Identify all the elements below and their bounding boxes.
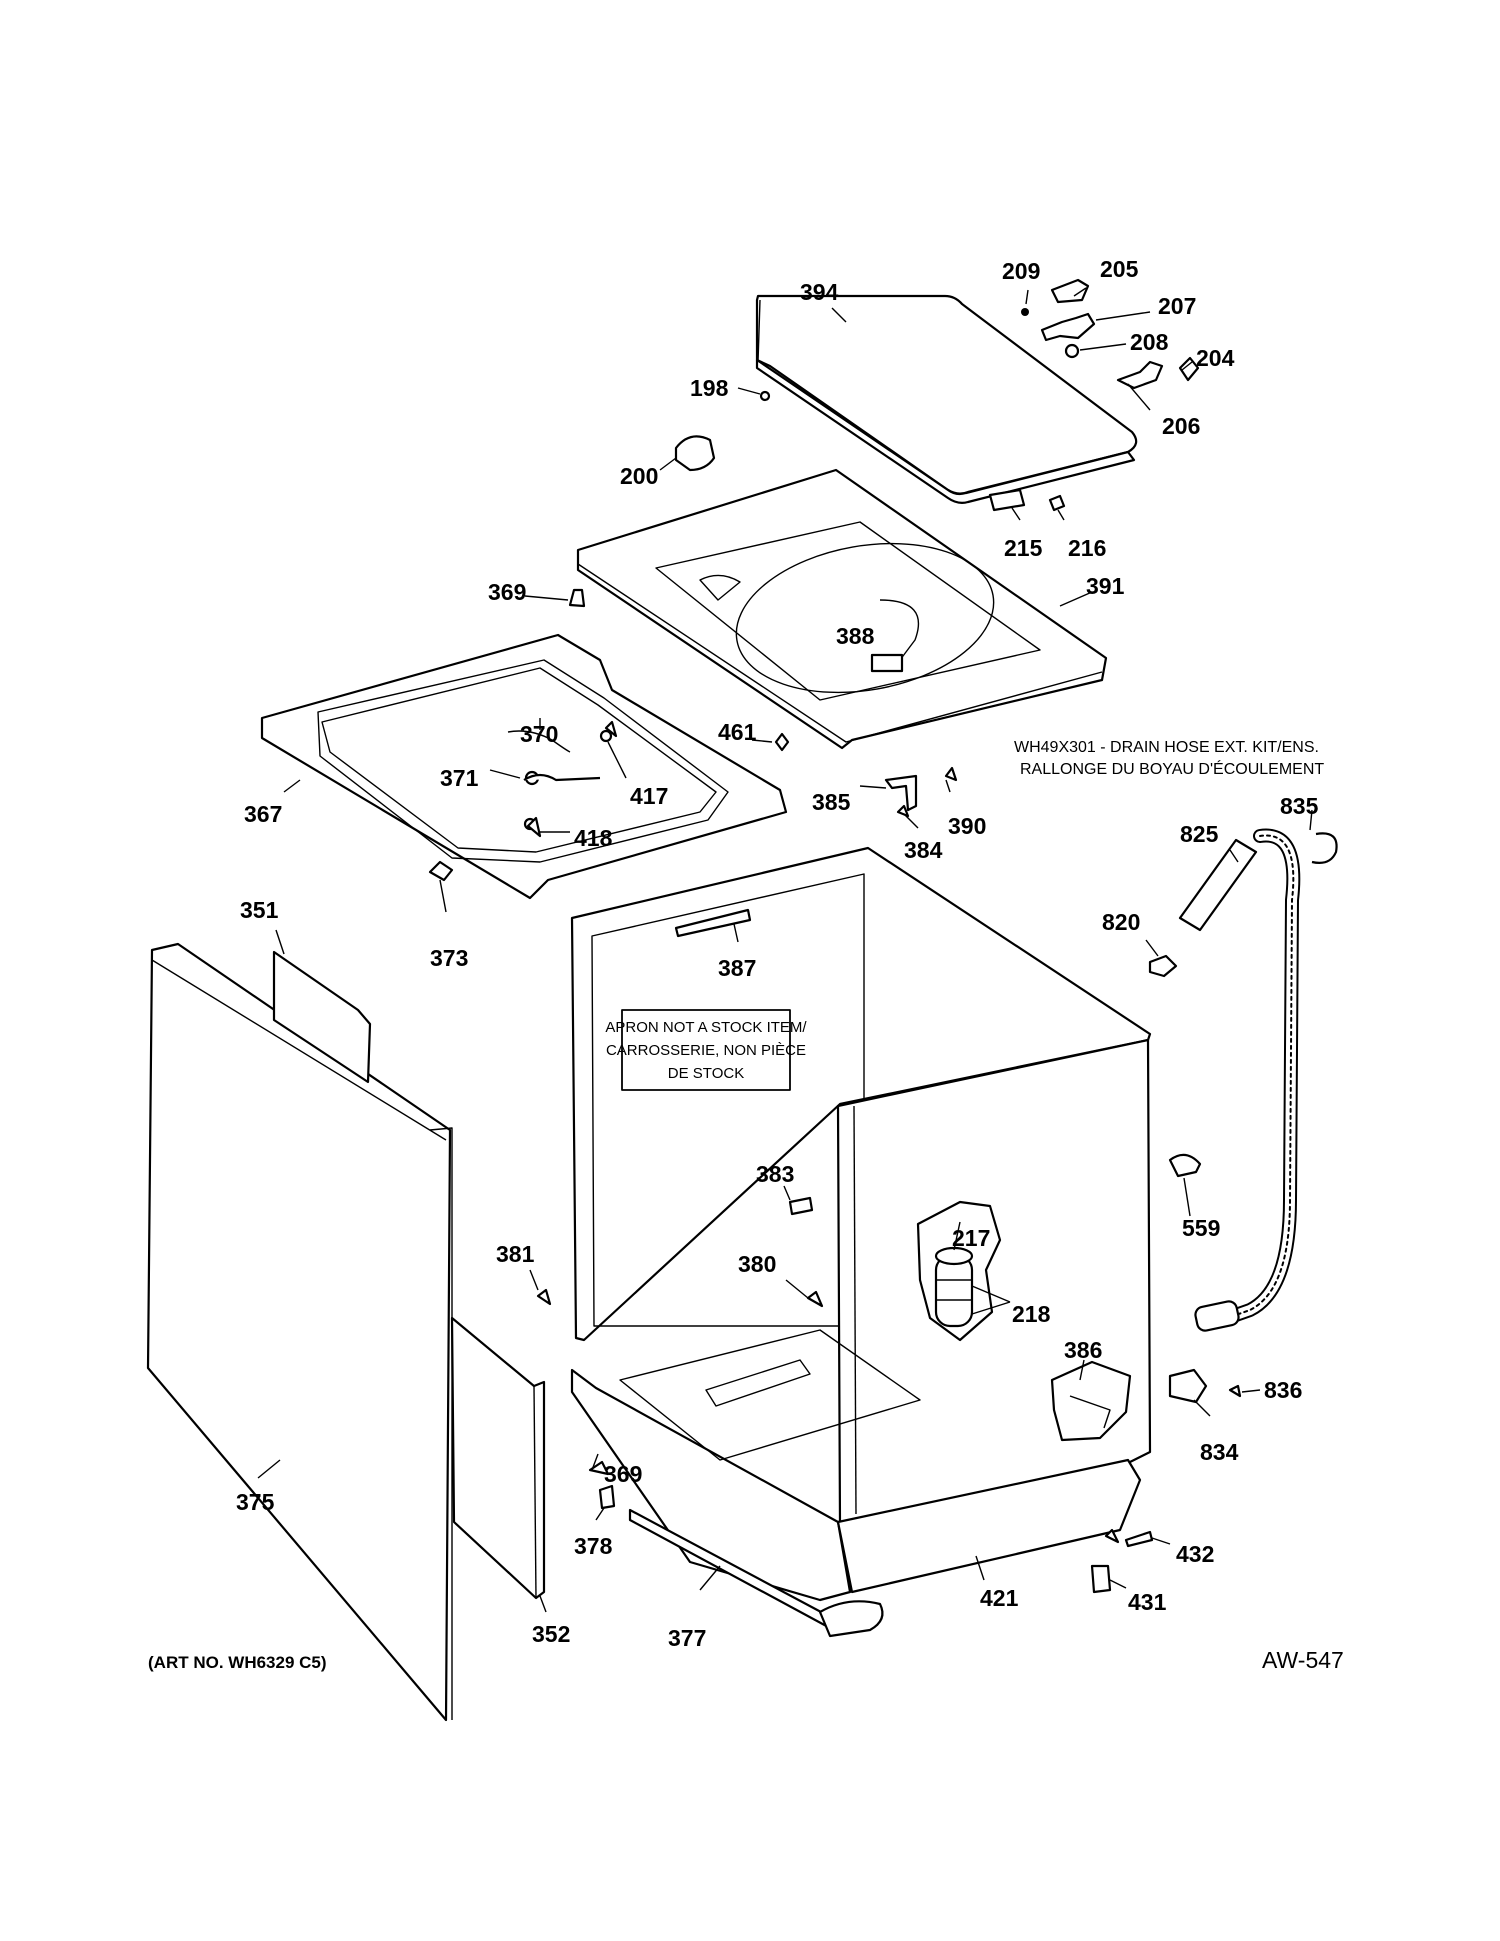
callout-207: 207 xyxy=(1158,293,1196,319)
callout-381: 381 xyxy=(496,1241,535,1267)
callout-216: 216 xyxy=(1068,535,1106,561)
top-cover-part[interactable] xyxy=(576,468,1108,750)
hardware-group[interactable] xyxy=(523,588,1242,1638)
callout-369-top: 369 xyxy=(488,579,526,605)
callout-825: 825 xyxy=(1180,821,1219,847)
notes: WH49X301 - DRAIN HOSE EXT. KIT/ENS. RALL… xyxy=(605,739,1324,1082)
lid-hardware-group[interactable] xyxy=(674,278,1200,512)
callout-431: 431 xyxy=(1128,1589,1167,1615)
callout-351: 351 xyxy=(240,897,279,923)
callout-383: 383 xyxy=(756,1161,794,1187)
callout-391: 391 xyxy=(1086,573,1125,599)
callout-394: 394 xyxy=(800,279,839,305)
callout-371: 371 xyxy=(440,765,479,791)
drain-hose-part[interactable] xyxy=(1148,828,1338,1404)
apron-note-line2: CARROSSERIE, NON PIÈCE xyxy=(606,1042,806,1059)
callout-820: 820 xyxy=(1102,909,1140,935)
callout-384: 384 xyxy=(904,837,943,863)
callout-375: 375 xyxy=(236,1489,275,1515)
callout-417: 417 xyxy=(630,783,668,809)
shield-part[interactable] xyxy=(272,950,372,1084)
callout-200: 200 xyxy=(620,463,658,489)
callout-388: 388 xyxy=(836,623,875,649)
drain-kit-note-line1: WH49X301 - DRAIN HOSE EXT. KIT/ENS. xyxy=(1014,739,1319,756)
callout-836: 836 xyxy=(1264,1377,1302,1403)
lid-part[interactable] xyxy=(755,294,1138,504)
callout-377: 377 xyxy=(668,1625,706,1651)
suspension-cutaway xyxy=(916,1200,1002,1342)
callout-205: 205 xyxy=(1100,256,1139,282)
callout-209: 209 xyxy=(1002,258,1040,284)
callout-461: 461 xyxy=(718,719,757,745)
callout-204: 204 xyxy=(1196,345,1235,371)
callout-418: 418 xyxy=(574,825,613,851)
callout-215: 215 xyxy=(1004,535,1043,561)
callout-367: 367 xyxy=(244,801,282,827)
diagram-code: AW-547 xyxy=(1262,1647,1344,1673)
leveling-cutaway xyxy=(1050,1360,1132,1442)
apron-note-box xyxy=(621,1009,791,1091)
leader-lines xyxy=(257,287,1313,1613)
tub-ring-frame-part[interactable] xyxy=(260,633,788,900)
callout-835: 835 xyxy=(1280,793,1319,819)
callout-217: 217 xyxy=(952,1225,990,1251)
callout-labels: 394 209 205 207 208 204 206 198 200 215 … xyxy=(236,256,1319,1651)
callout-390: 390 xyxy=(948,813,986,839)
callout-198: 198 xyxy=(690,375,729,401)
callout-370: 370 xyxy=(520,721,558,747)
cabinet-part[interactable] xyxy=(570,846,1152,1602)
callout-432: 432 xyxy=(1176,1541,1214,1567)
callout-206: 206 xyxy=(1162,413,1200,439)
callout-834: 834 xyxy=(1200,1439,1239,1465)
callout-373: 373 xyxy=(430,945,468,971)
front-panel-part[interactable] xyxy=(146,942,453,1722)
callout-378: 378 xyxy=(574,1533,613,1559)
apron-note-line1: APRON NOT A STOCK ITEM/ xyxy=(605,1019,807,1036)
callout-385: 385 xyxy=(812,789,851,815)
callout-559: 559 xyxy=(1182,1215,1220,1241)
callout-369-bottom: 369 xyxy=(604,1461,642,1487)
apron-note-line3: DE STOCK xyxy=(668,1065,744,1082)
callout-421: 421 xyxy=(980,1585,1019,1611)
drain-kit-note-line2: RALLONGE DU BOYAU D'ÉCOULEMENT xyxy=(1020,759,1324,778)
callout-386: 386 xyxy=(1064,1337,1102,1363)
callout-387: 387 xyxy=(718,955,756,981)
toe-panel-part[interactable] xyxy=(450,1316,546,1600)
callout-380: 380 xyxy=(738,1251,776,1277)
callout-208: 208 xyxy=(1130,329,1169,355)
art-number: (ART NO. WH6329 C5) xyxy=(148,1653,327,1672)
callout-352: 352 xyxy=(532,1621,570,1647)
callout-218: 218 xyxy=(1012,1301,1051,1327)
